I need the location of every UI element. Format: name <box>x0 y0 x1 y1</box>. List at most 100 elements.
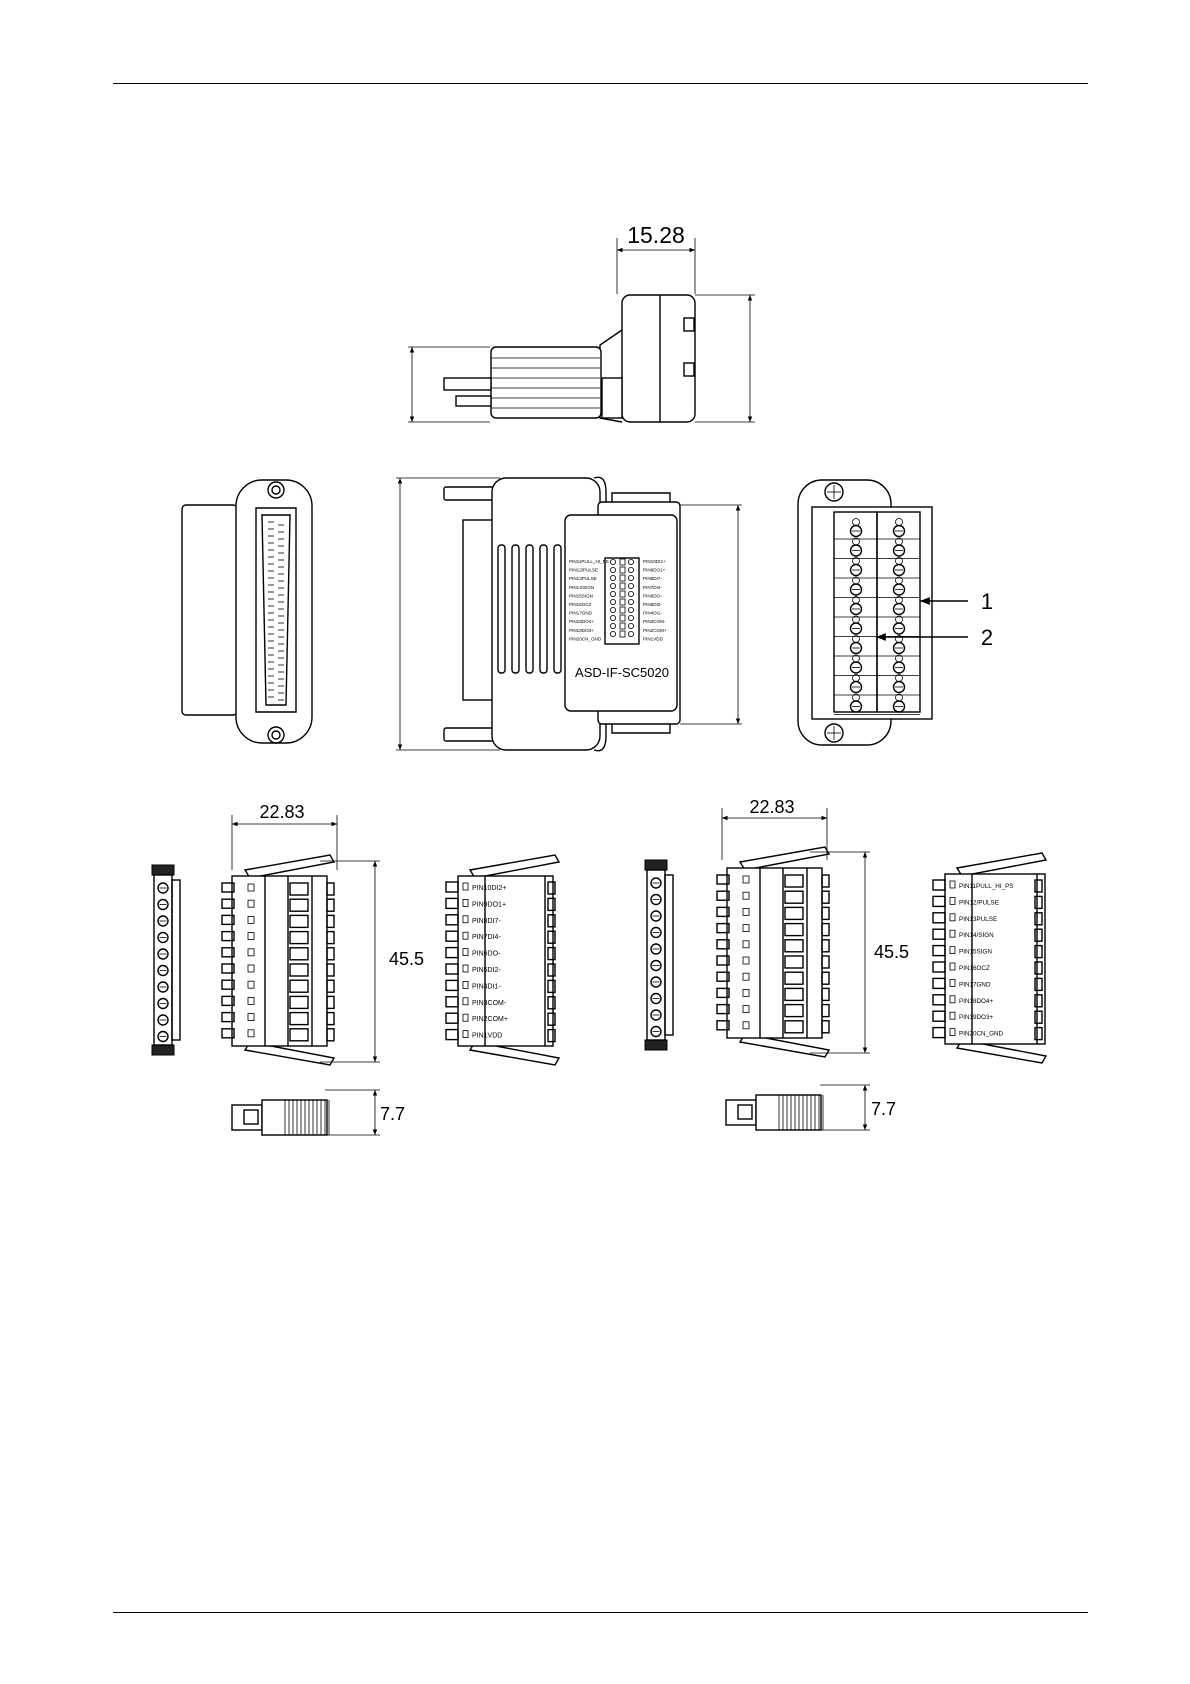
terminal-hole <box>610 583 617 590</box>
plug-latch <box>247 932 255 940</box>
plug-tab <box>547 979 556 994</box>
plug-tab <box>547 1028 556 1043</box>
plug-latch <box>742 924 750 932</box>
pin-number-box <box>949 995 956 1004</box>
plug-tab <box>326 947 335 961</box>
plug-pin <box>221 963 235 974</box>
pin-number-box <box>949 1028 956 1036</box>
edge-hole <box>157 931 169 944</box>
plug-pin <box>716 955 730 966</box>
edge-hole <box>650 959 662 972</box>
pin-number-box <box>462 948 469 956</box>
terminal-screw <box>619 590 626 598</box>
terminal-hole <box>628 607 635 614</box>
pin-label: PIN16OCZ <box>569 602 592 607</box>
terminal-hole <box>610 591 617 598</box>
plug-pin-label: PIN4DI1- <box>472 983 501 990</box>
adapter-body-view: PIN11PULL_HI_PSPIN12/PULSEPIN13PULSEPIN1… <box>396 476 742 752</box>
footer-rule <box>113 1612 1088 1613</box>
plug-pin <box>932 1026 946 1039</box>
plug-pin <box>716 874 730 885</box>
wire-hole <box>849 563 863 577</box>
terminal-block-face-view: 1 2 <box>797 479 993 746</box>
terminal-hole <box>628 559 635 566</box>
edge-hole <box>157 1014 169 1026</box>
plug-tab <box>547 946 556 961</box>
scsi-connector-view <box>181 479 313 744</box>
plug-pin <box>445 979 459 992</box>
plug-pin-label: PIN10DI2+ <box>472 885 506 892</box>
model-label: ASD-IF-SC5020 <box>575 665 669 680</box>
plug-screw-seat <box>289 930 309 945</box>
plug-screw-seat <box>289 1028 309 1042</box>
terminal-hole <box>628 583 635 590</box>
top-view: 15.28 <box>408 222 755 423</box>
edge-hole <box>157 915 169 927</box>
plug-tab <box>1034 879 1043 893</box>
wire-hole <box>849 700 863 713</box>
plug-pin <box>445 996 459 1008</box>
terminal-screw <box>619 598 626 606</box>
terminal-hole <box>610 631 617 638</box>
plug-tab <box>547 914 556 928</box>
pin-label: PIN3COM- <box>643 619 666 624</box>
dim-plug-a-height: 45.5 <box>389 949 424 969</box>
plug-latch <box>247 1013 255 1021</box>
edge-hole <box>157 898 169 911</box>
terminal-screw <box>619 622 626 630</box>
pin-number-box <box>462 931 469 940</box>
plug-tab <box>326 914 335 929</box>
plug-pin-label: PIN8DI7- <box>472 918 501 925</box>
plug-pin <box>716 939 730 950</box>
callout-2: 2 <box>981 625 993 650</box>
plug-tab <box>821 955 830 969</box>
terminal-screw <box>619 558 626 566</box>
edge-hole <box>157 981 169 993</box>
terminal-hole <box>628 599 635 606</box>
plug-pin <box>716 922 730 934</box>
plug-screw-seat <box>289 995 309 1010</box>
pin-number-box <box>949 897 956 905</box>
plug-b-labeled-view: PIN11PULL_HI_PSPIN12/PULSEPIN13PULSEPIN1… <box>932 852 1048 1064</box>
edge-hole <box>650 976 662 988</box>
pin-number-box <box>949 946 956 954</box>
plug-latch <box>742 875 750 884</box>
pin-label: PIN15SIGN <box>569 593 593 598</box>
plug-pin-label: PIN16OCZ <box>959 965 990 972</box>
plug-pin-label: PIN19DO3+ <box>959 1014 993 1021</box>
wire-hole <box>892 680 906 694</box>
pin-number-box <box>462 964 469 973</box>
plug-pin <box>716 987 730 999</box>
plug-pin <box>221 930 235 942</box>
plug-tab <box>547 963 556 977</box>
plug-latch <box>247 883 255 892</box>
terminal-hole <box>610 559 617 566</box>
plug-tab <box>821 906 830 921</box>
edge-hole <box>157 1030 169 1043</box>
pin-number-box <box>462 1013 469 1022</box>
plug-pin-label: PIN17GND <box>959 981 991 988</box>
plug-tab <box>1034 912 1043 926</box>
plug-latch <box>247 964 255 973</box>
pin-number-box <box>949 880 956 889</box>
terminal-hole <box>610 607 617 614</box>
plug-pin <box>716 1003 730 1015</box>
plug-latch <box>742 989 750 997</box>
plug-screw-seat <box>289 979 309 993</box>
plug-tab <box>821 922 830 937</box>
plug-latch <box>742 891 750 900</box>
dim-top-width: 15.28 <box>627 222 685 248</box>
plug-pin <box>221 898 235 909</box>
edge-hole <box>157 882 169 894</box>
plug-pin-label: PIN13PULSE <box>959 916 997 923</box>
edge-hole <box>650 1009 662 1021</box>
plug-pin <box>221 979 235 990</box>
plug-pin <box>932 879 946 891</box>
plug-screw-seat <box>289 963 309 977</box>
plug-screw-seat <box>784 987 804 1002</box>
pin-number-box <box>462 997 469 1006</box>
wire-hole <box>892 563 906 577</box>
plug-b-side-view: 22.83 45.5 <box>716 797 909 1058</box>
plug-tab <box>547 897 556 912</box>
